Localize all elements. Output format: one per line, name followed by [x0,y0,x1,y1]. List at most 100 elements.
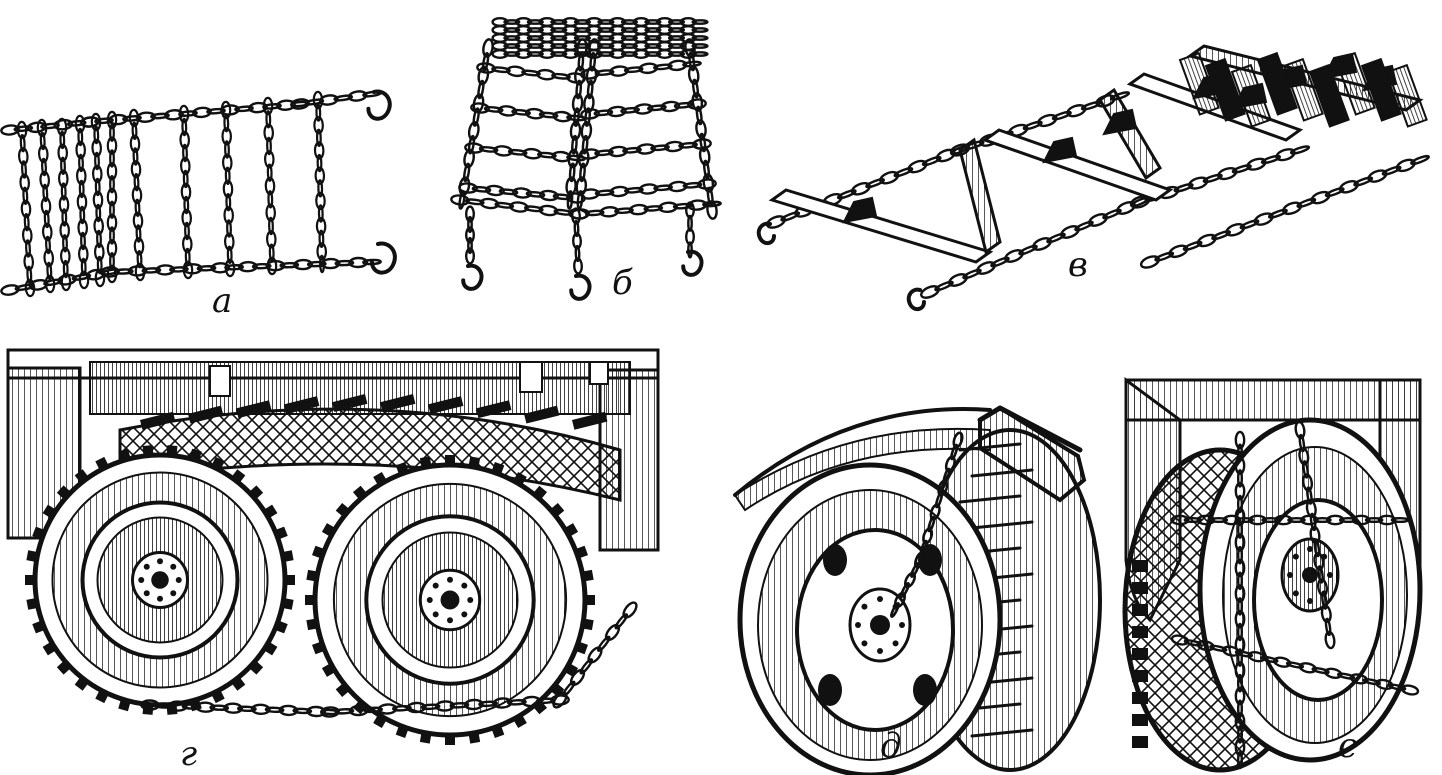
tire-lug [1132,626,1148,638]
wheel-nut [1307,598,1313,604]
panel-d: д [733,405,1102,775]
track-link [1360,57,1402,122]
wheel-nut [1307,546,1313,552]
end-hook [756,221,776,245]
panel-a-label: а [212,281,232,321]
end-hook-bottom [370,241,397,275]
panel-b-chain-illustration [450,17,722,301]
wheel-nut [461,582,468,589]
cross-chain [36,118,56,294]
track-grouser [476,400,512,419]
crossbar-plate [981,128,1174,202]
wheel-nut [899,622,905,628]
bottom-chain [570,199,722,220]
bundled-chain [491,49,709,60]
track-grouser [332,394,368,412]
cross-chain [580,59,702,80]
cross-chain [220,100,236,278]
cross-chain [580,98,707,120]
tire-lug [1132,604,1148,616]
grip-lug [1042,136,1078,164]
track-grouser [188,405,224,424]
wheel-nut [170,563,177,570]
wheel-disc-hole [823,544,847,576]
truck-frame [89,361,631,415]
bundled-chain [491,25,709,36]
wheel-nut [1287,572,1293,578]
cross-chain [470,102,586,123]
bundled-chain [491,17,709,28]
cross-chain [464,142,586,163]
tire-lug [1132,714,1148,726]
track-link [1230,63,1272,128]
wheel-nut [432,582,439,589]
track-link [1308,63,1350,128]
hub-cap [870,615,890,635]
loose-chain [1139,154,1430,269]
panel-a-chain-illustration [0,89,397,298]
panel-v: в [756,44,1430,311]
panel-e-label: е [1338,726,1358,766]
cross-chain [580,178,717,200]
wheel-nut [855,622,861,628]
wheel-disc-hole [818,674,842,706]
panel-d-label: д [880,726,902,766]
wheel-nut [1327,572,1333,578]
cross-chain [262,96,278,276]
wheel-nut [461,611,468,618]
panel-e-wheel-illustration [1122,377,1423,773]
cross-chain [178,104,194,280]
track-grouser [572,411,608,430]
fastening-chain [890,551,927,618]
bundled-chain [491,33,709,44]
wheel-nut [861,603,868,610]
track-grouser [428,396,464,415]
tire-lug [1132,692,1148,704]
grip-lug [1102,108,1138,136]
track-link [1282,57,1324,122]
panel-g-label: г [180,734,197,774]
cross-chain [16,120,36,298]
cross-chain [476,62,586,84]
side-chain [1234,430,1246,770]
wheel-nut [175,577,182,583]
tire-lug [1132,736,1148,748]
wheel-nut [1292,590,1299,597]
hub-cap [440,590,460,610]
track-link [1178,51,1220,116]
track-grouser [236,400,272,419]
panel-g: г [6,348,660,774]
tire-lug [1132,670,1148,682]
end-hook [569,273,592,301]
tire-lug [1132,648,1148,660]
side-chain [1294,420,1336,650]
end-hook [461,263,484,291]
rear-wheel-right [305,455,595,745]
tire-lug [1132,582,1148,594]
tire-lug [281,575,295,585]
tread-groove [970,520,1034,530]
end-hook-top [366,89,392,121]
frame-bracket [589,361,609,385]
panel-b: б [450,17,722,303]
track-link [1256,51,1298,116]
track-chain-bottom [140,699,340,718]
track-link [1386,63,1428,128]
panel-v-track-illustration [756,44,1430,311]
frame-bracket [209,365,231,397]
side-chain-top [290,90,382,110]
frame-bracket [519,361,543,393]
grip-lug [842,196,878,224]
hub-cap [151,571,169,589]
track-chain-side [552,601,638,709]
track-grouser [140,411,176,430]
cross-chain [106,110,118,284]
wheel-disc-hole [913,674,937,706]
wheel-nut [432,611,439,618]
hanging-chain [685,201,696,259]
fender-arc [733,407,992,497]
panel-e: е [1122,377,1423,773]
crossbar-plate [768,188,994,264]
wheel-nut [447,617,453,624]
